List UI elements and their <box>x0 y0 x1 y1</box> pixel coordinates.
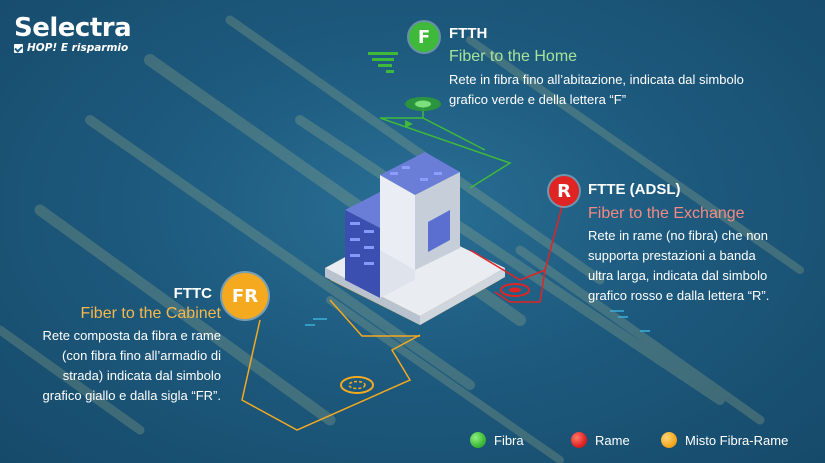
ftte-desc-line: Rete in rame (no fibra) che non <box>588 228 768 243</box>
ftte-desc-line: ultra larga, indicata dal simbolo <box>588 268 768 283</box>
brand-name: Selectra <box>14 13 132 43</box>
ftth-desc-line: grafico verde e della lettera “F” <box>449 92 627 107</box>
ftth-badge: F <box>409 22 439 52</box>
brand-tagline-row: HOP! E risparmio <box>14 42 131 54</box>
red-dot-icon <box>571 432 587 448</box>
ftth-code: FTTH <box>449 25 488 42</box>
ftte-description: Rete in rame (no fibra) che non supporta… <box>588 226 818 306</box>
fttc-badge-letters: FR <box>231 285 259 307</box>
legend-label: Misto Fibra-Rame <box>685 432 789 448</box>
fttc-desc-line: grafico giallo e dalla sigla “FR”. <box>42 388 221 403</box>
fttc-desc-line: (con fibra fino all’armadio di <box>62 348 221 363</box>
fttc-code: FTTC <box>173 285 212 302</box>
checkmark-icon <box>14 43 23 53</box>
fttc-description: Rete composta da fibra e rame (con fibra… <box>0 326 221 406</box>
ftte-desc-line: supporta prestazioni a banda <box>588 248 756 263</box>
legend-label: Fibra <box>494 432 524 448</box>
ftth-badge-letter: F <box>417 26 431 48</box>
legend-label: Rame <box>595 432 630 448</box>
ftte-subtitle: Fiber to the Exchange <box>588 205 745 222</box>
ftte-desc-line: grafico rosso e dalla lettera “R”. <box>588 288 770 303</box>
server-racks <box>345 152 460 298</box>
fttc-desc-line: strada) indicata dal simbolo <box>62 368 221 383</box>
legend-item-fibra: Fibra <box>470 432 524 448</box>
green-dot-icon <box>470 432 486 448</box>
ftte-badge-letter: R <box>557 180 571 202</box>
selectra-logo[interactable]: Selectra HOP! E risparmio <box>14 13 132 54</box>
legend-item-rame: Rame <box>571 432 630 448</box>
ftte-badge: R <box>549 176 579 206</box>
ftth-description: Rete in fibra fino all’abitazione, indic… <box>449 70 819 110</box>
yellow-dot-icon <box>661 432 677 448</box>
fttc-subtitle: Fiber to the Cabinet <box>80 305 221 322</box>
ftte-code: FTTE (ADSL) <box>588 181 681 198</box>
fttc-badge: FR <box>222 273 268 319</box>
ftth-subtitle: Fiber to the Home <box>449 48 578 65</box>
legend-item-misto: Misto Fibra-Rame <box>661 432 788 448</box>
ftth-desc-line: Rete in fibra fino all’abitazione, indic… <box>449 72 744 87</box>
brand-tagline: HOP! E risparmio <box>27 42 129 54</box>
fttc-desc-line: Rete composta da fibra e rame <box>42 328 221 343</box>
